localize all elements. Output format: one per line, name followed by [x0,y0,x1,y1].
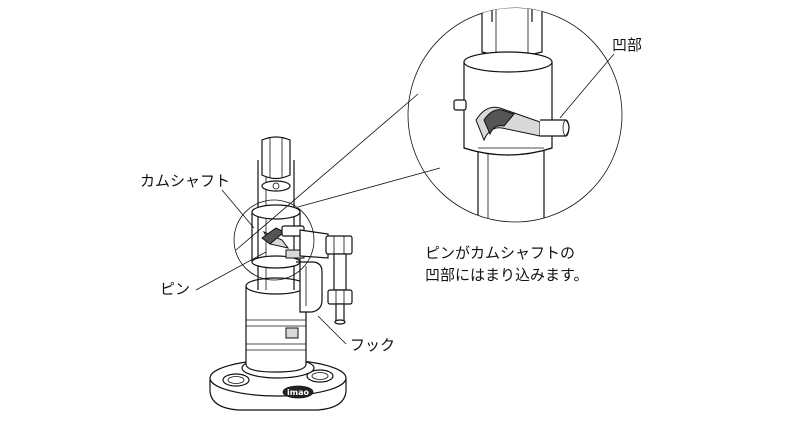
label-camshaft: カムシャフト [140,172,230,190]
clamp-assembly: imao [209,136,353,411]
note-line-1: ピンがカムシャフトの [425,244,575,262]
camshaft-leader-line [221,189,255,229]
center-shaft [257,160,295,290]
magnifier-connector [235,93,441,251]
label-recess: 凹部 [612,36,642,54]
detail-callout-circle [233,199,315,281]
label-hook: フック [350,336,395,354]
pin-leader-line [195,251,267,291]
recess-leader-line [559,53,615,119]
lower-body [245,277,307,373]
brand-logo-text: imao [287,388,309,397]
brand-logo: imao [282,385,314,399]
hook-bolt [325,235,353,325]
hook-leader-line [317,315,347,345]
top-hex-nut [261,136,291,192]
detail-view [407,7,623,223]
note-line-2: 凹部にはまり込みます。 [425,266,589,284]
hook [296,229,329,313]
label-pin: ピン [160,280,190,298]
